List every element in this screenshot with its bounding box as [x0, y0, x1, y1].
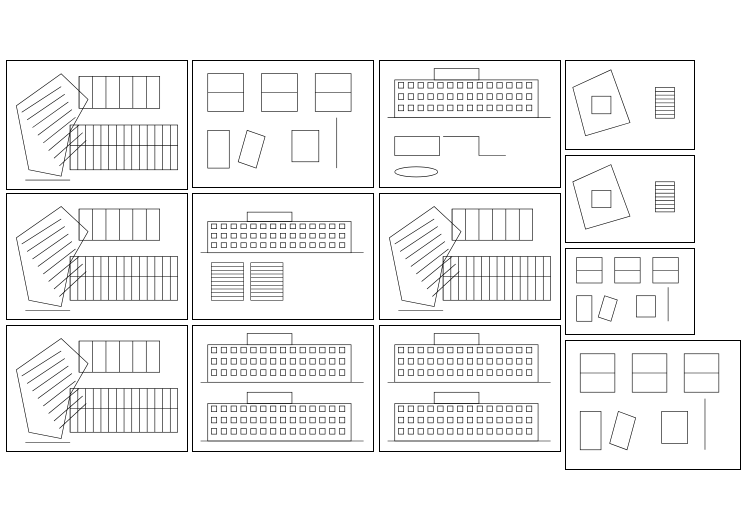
- floor-plan-drawing: [16, 73, 178, 181]
- details-drawing: [207, 73, 352, 169]
- floor-plan-drawing: [389, 206, 551, 311]
- elevation-details-drawing: [387, 68, 551, 178]
- drawing-sheet-elevations: [192, 325, 374, 452]
- floor-plan-drawing: [16, 338, 178, 443]
- stair-details-drawing: [576, 257, 679, 322]
- elevation-tables-drawing: [200, 211, 364, 301]
- site-plan-small-drawing: [572, 69, 675, 137]
- drawing-sheet-wall-details: [565, 340, 741, 470]
- elevations-drawing: [200, 333, 364, 442]
- drawing-sheet-elevation-details: [379, 60, 561, 188]
- drawing-sheet-elevations: [379, 325, 561, 452]
- drawing-sheet-floor-plan: [379, 193, 561, 320]
- site-plan-drawing: [572, 164, 675, 230]
- drawing-sheet-floor-plan: [6, 325, 188, 452]
- wall-details-drawing: [579, 353, 720, 451]
- drawing-sheet-site-plan-small: [565, 60, 695, 150]
- drawing-sheet-stair-details: [565, 248, 695, 335]
- floor-plan-drawing: [16, 206, 178, 311]
- drawing-sheet-elevation-tables: [192, 193, 374, 320]
- elevations-drawing: [387, 333, 551, 442]
- drawing-sheet-floor-plan: [6, 193, 188, 320]
- drawing-sheet-details: [192, 60, 374, 188]
- drawing-sheet-floor-plan: [6, 60, 188, 190]
- drawing-sheet-site-plan: [565, 155, 695, 243]
